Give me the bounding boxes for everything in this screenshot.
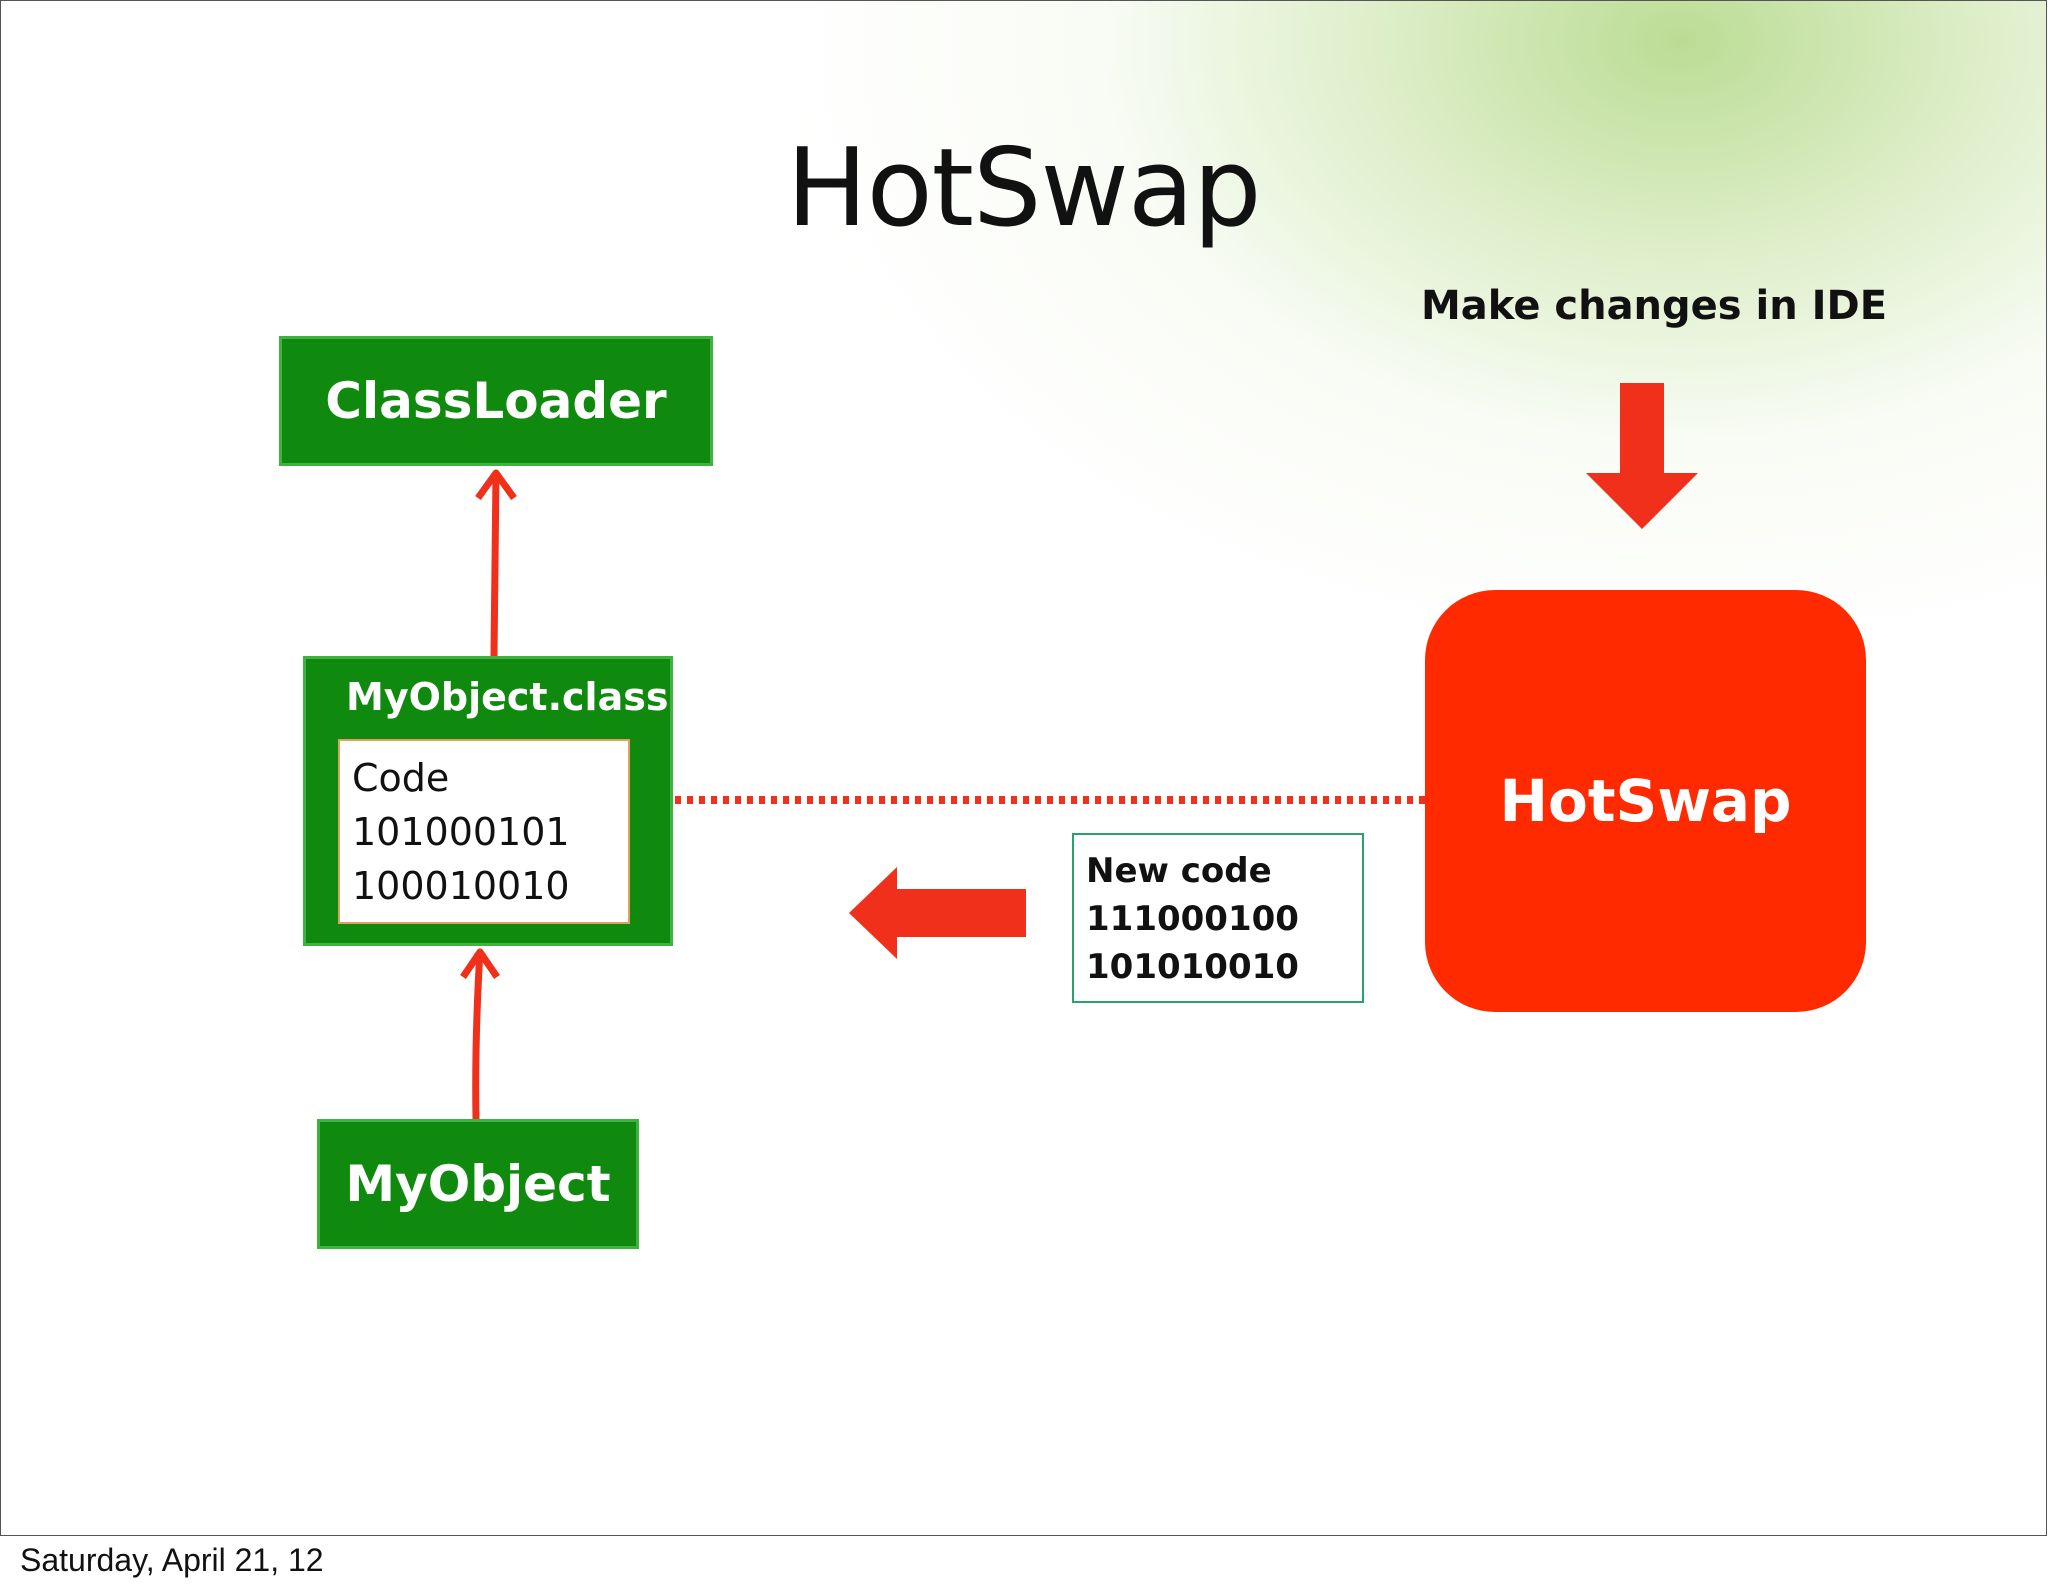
left-arrow-icon	[849, 867, 1026, 959]
myobject-class-box: MyObject.class Code 101000101 100010010	[303, 656, 673, 946]
new-code-line: 101010010	[1086, 947, 1299, 987]
hotswap-box: HotSwap	[1425, 590, 1866, 1012]
class-code-line: 101000101	[352, 810, 570, 854]
myobject-box: MyObject	[317, 1119, 639, 1249]
new-code-line: New code	[1086, 851, 1272, 891]
new-code-box: New code 111000100 101010010	[1072, 833, 1364, 1003]
class-to-loader-arrow	[490, 472, 500, 657]
object-to-class-arrow	[472, 950, 484, 1120]
footer-date: Saturday, April 21, 12	[20, 1542, 324, 1578]
class-code-line: 100010010	[352, 864, 570, 908]
new-code-line: 111000100	[1086, 899, 1299, 939]
connector-layer	[460, 383, 1698, 1120]
down-arrow-icon	[1586, 383, 1698, 529]
ide-changes-label: Make changes in IDE	[1421, 283, 1888, 329]
slide-title: HotSwap	[786, 126, 1261, 251]
slide: HotSwap ClassLoader MyObject.class Code …	[0, 0, 2047, 1536]
class-to-loader-arrowhead	[475, 469, 517, 501]
myobject-class-title: MyObject.class	[346, 675, 669, 719]
class-code-line: Code	[352, 756, 450, 800]
object-to-class-arrowhead	[460, 948, 500, 979]
classloader-box: ClassLoader	[279, 336, 713, 466]
class-code-box: Code 101000101 100010010	[338, 739, 630, 924]
